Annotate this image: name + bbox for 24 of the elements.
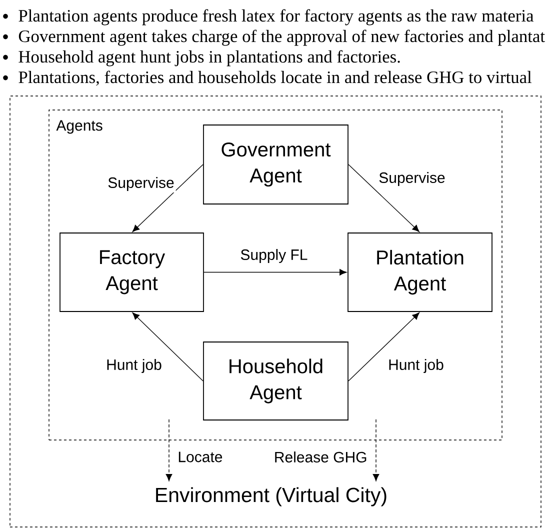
agent-box: Plantation Agent (348, 232, 492, 312)
bullet-text: Plantations, factories and households locate in and release GHG to virtual (18, 70, 532, 86)
bullet-text: Plantation agents produce fresh latex for factory agents as the raw materia (18, 9, 534, 26)
arrow (132, 312, 204, 382)
agent-box: Factory Agent (60, 232, 204, 312)
arrow (372, 418, 380, 482)
arrow (204, 269, 347, 276)
edge-label: Locate (176, 450, 224, 464)
edge-label: Hunt job (104, 358, 164, 374)
arrow (348, 164, 420, 232)
edge-label: Supervise (106, 176, 176, 192)
edge-label: Supervise (377, 170, 447, 188)
arrow (348, 312, 420, 382)
bullet-text: Government agent takes charge of the approval of new factories and plantat (18, 30, 545, 46)
dashed-frame (10, 96, 542, 528)
bullet-text: Household agent hunt jobs in plantations and factories. (18, 50, 400, 66)
arrow (166, 418, 172, 482)
edge-label: Supply FL (238, 248, 310, 264)
edge-label: Release GHG (272, 450, 369, 464)
text-label: Environment (Virtual City) (156, 487, 386, 506)
agent-box: Household Agent (203, 342, 348, 420)
edge-label: Hunt job (386, 358, 446, 374)
arrow (132, 164, 204, 232)
agent-box: Government Agent (203, 124, 348, 204)
